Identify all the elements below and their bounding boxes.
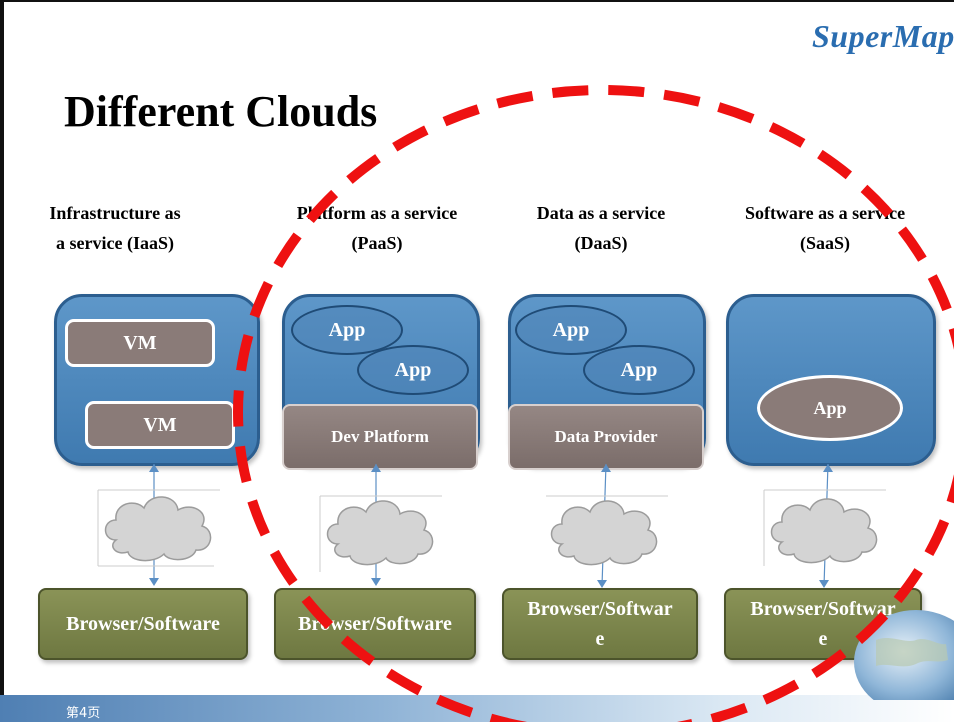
saas-app: App [757,375,903,441]
footer-bar [0,695,954,722]
heading-paas: Platform as a service (PaaS) [262,198,492,258]
heading-saas-line1: Software as a service [744,203,906,223]
daas-app-2: App [583,345,695,395]
client-daas-line1: Browser/Softwar [527,598,673,620]
arrow-down-icon [149,578,159,586]
dev-platform-box: Dev Platform [282,404,478,470]
slide-left-border [0,0,4,722]
data-provider-box: Data Provider [508,404,704,470]
page-number: 第4页 [66,706,101,721]
network-paas [319,464,442,586]
arrow-down-icon [819,580,829,588]
arrow-up-icon [149,464,159,472]
arrow-down-icon [371,578,381,586]
network-saas [763,463,886,588]
heading-iaas-line1: Infrastructure as [49,203,181,223]
client-box-daas: Browser/Softwar e [502,588,698,660]
vm-box-bottom: VM [85,401,235,449]
cloud-icon [550,500,658,566]
heading-saas-line2: (SaaS) [799,233,850,253]
heading-daas: Data as a service (DaaS) [486,198,716,258]
logo-text: SuperMap [812,18,954,54]
slide-title: Different Clouds [64,87,378,136]
arrow-up-icon [371,464,381,472]
supermap-logo: SuperMap® [812,18,954,55]
slide-top-border [0,0,954,2]
iaas-cloud-box: VM VM [54,294,260,466]
heading-iaas-line2: a service (IaaS) [56,233,174,253]
heading-iaas: Infrastructure as a service (IaaS) [0,198,230,258]
heading-paas-line1: Platform as a service [296,203,458,223]
client-saas-line2: e [818,628,828,650]
heading-daas-line2: (DaaS) [574,233,628,253]
network-iaas [97,464,220,586]
network-daas [546,463,668,588]
cloud-icon [770,498,878,564]
arrow-up-icon [823,464,833,472]
paas-app-2: App [357,345,469,395]
heading-daas-line1: Data as a service [536,203,666,223]
client-box-paas: Browser/Software [274,588,476,660]
vm-box-top: VM [65,319,215,367]
client-daas-line2: e [595,628,605,650]
cloud-icon [104,496,212,562]
client-box-iaas: Browser/Software [38,588,248,660]
arrow-up-icon [601,464,611,472]
heading-saas: Software as a service (SaaS) [710,198,940,258]
globe-icon [854,610,954,700]
cloud-icon [326,500,434,566]
arrow-down-icon [597,580,607,588]
saas-cloud-box: App [726,294,936,466]
heading-paas-line2: (PaaS) [351,233,403,253]
